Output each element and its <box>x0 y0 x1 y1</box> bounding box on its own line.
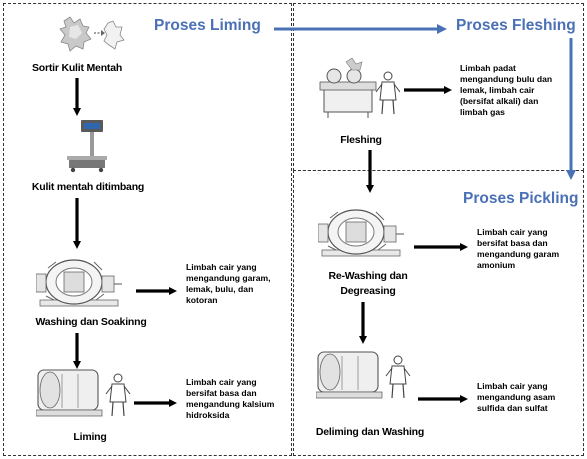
hide-sorting-icon <box>59 16 125 52</box>
step-rewashing-label-2: Degreasing <box>340 285 396 297</box>
step-liming-label: Liming <box>73 431 107 443</box>
step-fleshing-label: Fleshing <box>340 134 382 146</box>
liming-drum-icon <box>36 369 131 417</box>
pickling-panel <box>293 170 584 456</box>
fleshing-header: Proses Fleshing <box>456 17 576 34</box>
waste-rewashing-note: Limbah cair yang bersifat basa dan menga… <box>477 227 560 270</box>
liming-header: Proses Liming <box>154 17 261 34</box>
step-sortir-label: Sortir Kulit Mentah <box>31 62 123 74</box>
pickling-header: Proses Pickling <box>463 190 579 207</box>
waste-washing-soaking-note: Limbah cair yang mengandung garam, lemak… <box>186 262 271 305</box>
waste-fleshing-note: Limbah padat mengandung bulu dan lemak, … <box>460 63 553 117</box>
step-rewashing-label-1: Re-Washing dan <box>328 270 408 282</box>
weighing-scale-icon <box>67 120 107 173</box>
deliming-drum-icon <box>316 351 411 399</box>
fleshing-machine-icon <box>319 58 400 118</box>
step-deliming-label: Deliming dan Washing <box>315 426 425 438</box>
step-ditimbang-label: Kulit mentah ditimbang <box>31 181 145 193</box>
waste-liming-note: Limbah cair yang bersifat basa dan menga… <box>186 377 275 420</box>
step-washing-soaking-label: Washing dan Soakinng <box>35 316 147 328</box>
liming-panel <box>3 3 292 456</box>
waste-deliming-note: Limbah cair yang mengandung asam sulfida… <box>477 381 556 413</box>
